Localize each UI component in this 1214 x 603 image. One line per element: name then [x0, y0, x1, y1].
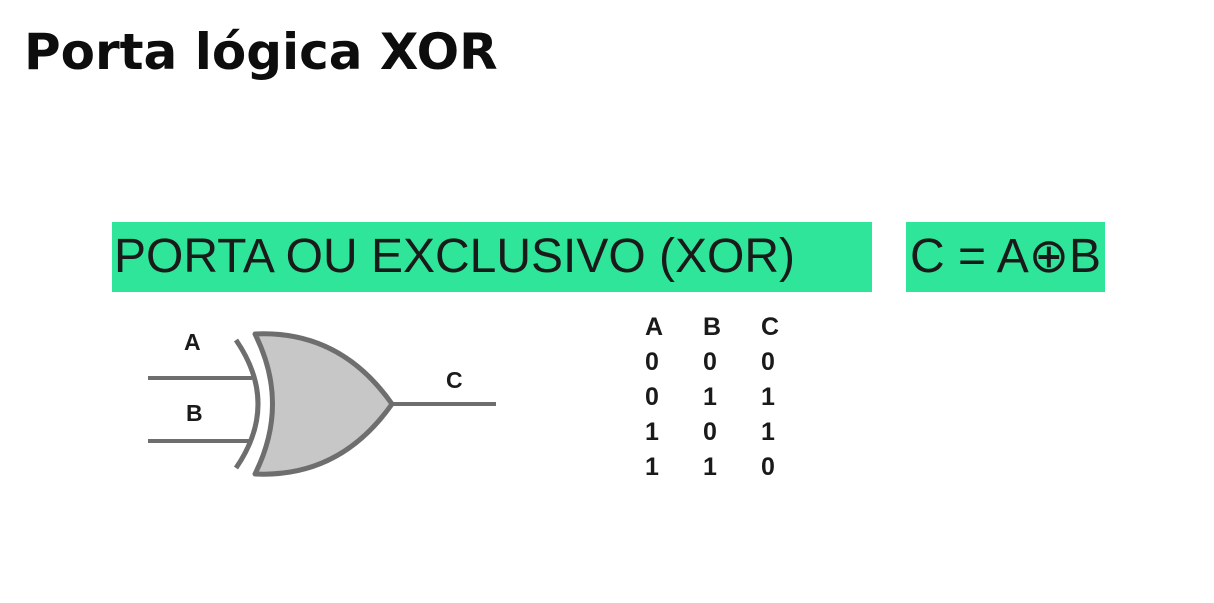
truth-table-row: 1 1 0 [645, 450, 819, 485]
xor-input-curve [233, 338, 261, 470]
truth-table-cell: 1 [761, 383, 775, 411]
slide-title: Porta lógica XOR [24, 23, 498, 81]
xor-expression-banner: C = A⊕B [906, 222, 1105, 292]
truth-table-cell: 1 [703, 453, 717, 481]
truth-table-cell: 0 [703, 418, 717, 446]
truth-table-header-row: A B C [645, 310, 819, 345]
truth-table-cell: 0 [703, 348, 717, 376]
truth-table-row: 1 0 1 [645, 415, 819, 450]
truth-table-cell: 1 [645, 418, 659, 446]
truth-table-cell: 0 [761, 453, 775, 481]
truth-table-row: 0 0 0 [645, 345, 819, 380]
truth-table-cell: 1 [703, 383, 717, 411]
xor-gate-body [252, 331, 395, 477]
truth-table-cell: 0 [761, 348, 775, 376]
truth-table-cell: 1 [645, 453, 659, 481]
truth-table-row: 0 1 1 [645, 380, 819, 415]
xor-name-banner: PORTA OU EXCLUSIVO (XOR) [112, 222, 872, 292]
xor-gate-diagram: A B C [148, 329, 496, 477]
truth-table-header-a: A [645, 313, 664, 341]
truth-table-cell: 0 [645, 383, 659, 411]
truth-table-cell: 0 [645, 348, 659, 376]
truth-table: A B C 0 0 0 0 1 1 1 0 1 1 1 0 [645, 310, 819, 485]
gate-input-a-label: A [184, 329, 201, 355]
gate-output-c-label: C [446, 367, 463, 393]
truth-table-header-c: C [761, 313, 780, 341]
truth-table-header-b: B [703, 313, 722, 341]
gate-input-b-label: B [186, 400, 203, 426]
truth-table-cell: 1 [761, 418, 775, 446]
